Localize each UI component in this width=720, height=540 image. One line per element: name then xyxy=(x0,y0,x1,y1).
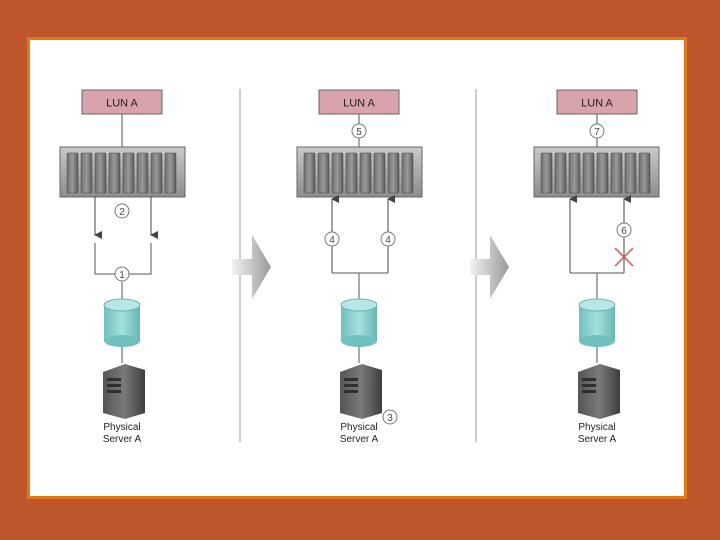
disk-slot xyxy=(94,152,107,194)
svg-text:7: 7 xyxy=(594,127,600,138)
svg-text:3: 3 xyxy=(387,413,393,424)
lun-label: LUN A xyxy=(343,98,375,110)
disk-slot xyxy=(387,152,400,194)
disk-slot xyxy=(108,152,121,194)
disk-slot xyxy=(303,152,316,194)
lun-box xyxy=(556,89,638,115)
disk-slot xyxy=(554,152,567,194)
server-label-line1: Physical xyxy=(578,422,615,433)
server-icon xyxy=(103,364,145,419)
storage-array xyxy=(533,146,660,198)
step-badge: 4 xyxy=(324,231,340,247)
svg-text:5: 5 xyxy=(356,127,362,138)
disk-slot xyxy=(317,152,330,194)
server-label-line2: Server A xyxy=(340,434,379,445)
server-label-line1: Physical xyxy=(340,422,377,433)
svg-text:4: 4 xyxy=(329,235,335,246)
disk-slot xyxy=(401,152,414,194)
disk-cylinder xyxy=(103,298,141,347)
disk-slot xyxy=(136,152,149,194)
step-badge: 3 xyxy=(382,409,398,425)
disk-slot xyxy=(331,152,344,194)
storage-array xyxy=(296,146,423,198)
disk-cylinder xyxy=(578,298,616,347)
disk-slot xyxy=(373,152,386,194)
lun-label: LUN A xyxy=(581,98,613,110)
disk-slot xyxy=(122,152,135,194)
disk-slot xyxy=(568,152,581,194)
disk-slot xyxy=(624,152,637,194)
multipath-failover-diagram: LUN A 2 1 Physical xyxy=(55,75,666,462)
disk-slot xyxy=(610,152,623,194)
server-label-line2: Server A xyxy=(103,434,142,445)
disk-slot xyxy=(596,152,609,194)
disk-slot xyxy=(80,152,93,194)
storage-array xyxy=(59,146,186,198)
disk-slot xyxy=(359,152,372,194)
panel-3: LUN A 7 6 xyxy=(533,89,660,445)
step-badge: 6 xyxy=(616,222,632,238)
svg-text:6: 6 xyxy=(621,226,627,237)
svg-text:1: 1 xyxy=(119,270,125,281)
server-icon xyxy=(340,364,382,419)
failure-x-icon xyxy=(614,247,634,267)
step-badge: 5 xyxy=(351,123,367,139)
server-label-line1: Physical xyxy=(103,422,140,433)
disk-slot xyxy=(164,152,177,194)
step-badge: 7 xyxy=(589,123,605,139)
lun-box xyxy=(318,89,400,115)
lun-box xyxy=(81,89,163,115)
disk-slot xyxy=(540,152,553,194)
svg-text:4: 4 xyxy=(385,235,391,246)
disk-slot xyxy=(66,152,79,194)
panel-2: LUN A 5 4 4 xyxy=(296,89,423,445)
lun-label: LUN A xyxy=(106,98,138,110)
svg-text:2: 2 xyxy=(119,207,125,218)
disk-slot xyxy=(582,152,595,194)
disk-slot xyxy=(150,152,163,194)
server-label-line2: Server A xyxy=(578,434,617,445)
server-icon xyxy=(578,364,620,419)
step-badge: 2 xyxy=(114,203,130,219)
disk-slot xyxy=(345,152,358,194)
disk-cylinder xyxy=(340,298,378,347)
transition-arrow-1 xyxy=(232,235,271,299)
panel-1: LUN A 2 1 Physical xyxy=(59,89,186,445)
disk-slot xyxy=(638,152,651,194)
transition-arrow-2 xyxy=(470,235,509,299)
step-badge: 4 xyxy=(380,231,396,247)
step-badge: 1 xyxy=(114,266,130,282)
